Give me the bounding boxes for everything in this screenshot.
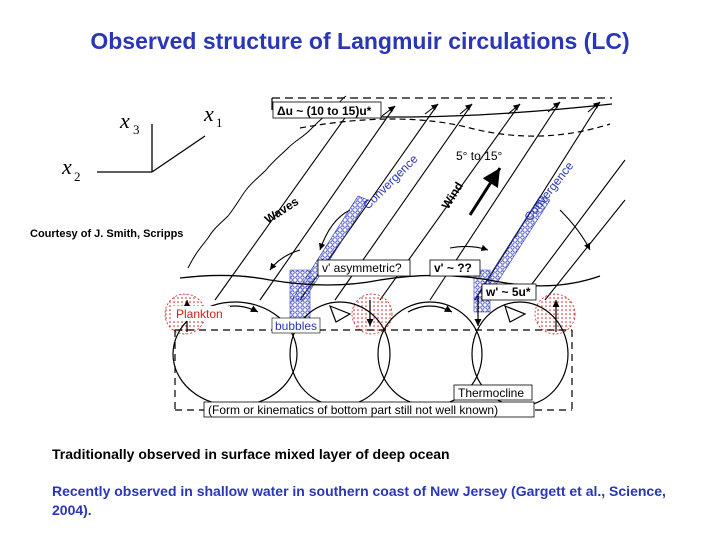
streamlines (214, 101, 626, 301)
surface-arrows (269, 101, 601, 271)
plankton-label: Plankton (176, 307, 223, 321)
w-prime-box (481, 283, 537, 301)
plankton-bg (172, 306, 230, 321)
thermocline-box (453, 384, 533, 401)
courtesy-credit: Courtesy of J. Smith, Scripps (30, 228, 184, 240)
v-asym-box (317, 259, 411, 277)
convergence-left-label: Convergence (360, 152, 421, 213)
bubbles-box (271, 317, 321, 334)
v-unknown-box (429, 259, 481, 277)
waves-label: Waves (262, 194, 301, 226)
bottom-note-label: (Form or kinematics of bottom part still… (208, 403, 498, 417)
shallow-water-note: Recently observed in shallow water in so… (52, 483, 666, 518)
wind-label: Wind (439, 179, 466, 211)
bubble-columns (289, 195, 551, 319)
w-prime-label: w' ~ 5u* (485, 285, 531, 299)
page-title: Observed structure of Langmuir circulati… (90, 28, 630, 54)
axis-x3-letter: x (119, 108, 130, 133)
coordinate-axes: x 3 x 1 x 2 (61, 101, 223, 184)
axis-x3-sub: 3 (133, 122, 140, 137)
delta-u-label: Δu ~ (10 to 15)u* (277, 104, 372, 118)
axis-x2-letter: x (61, 154, 72, 179)
thermocline-label: Thermocline (458, 386, 524, 400)
axis-x1-sub: 1 (216, 115, 223, 130)
deep-ocean-note: Traditionally observed in surface mixed … (52, 446, 450, 462)
axis-x2-sub: 2 (74, 169, 81, 184)
v-unknown-label: v' ~ ?? (434, 261, 472, 275)
bottom-note-box (203, 401, 535, 418)
axis-x1-letter: x (203, 101, 214, 126)
convergence-right-label: Convergence (521, 159, 576, 224)
delta-u-box (272, 101, 382, 119)
angle-label: 5° to 15° (456, 149, 502, 163)
v-asym-label: v' asymmetric? (322, 261, 402, 275)
bubbles-label: bubbles (275, 319, 317, 333)
wind-arrow (468, 167, 502, 216)
